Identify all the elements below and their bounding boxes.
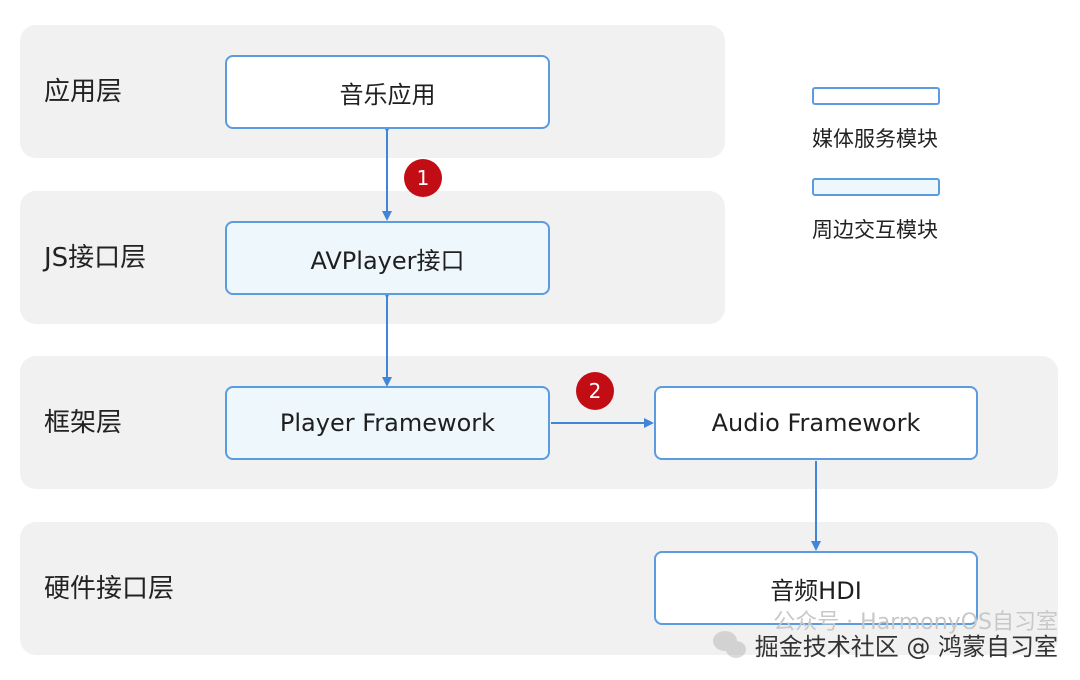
- layer-label-hardware-interface: 硬件接口层: [44, 574, 175, 604]
- layer-label-js-interface: JS接口层: [44, 243, 147, 273]
- step-badge-2: 2: [576, 372, 614, 410]
- watermark: 公众号 · HarmonyOS自习室 掘金技术社区 @ 鸿蒙自习室: [712, 610, 1058, 662]
- watermark-faint-text: 公众号 · HarmonyOS自习室: [773, 610, 1058, 635]
- legend-label-media-service: 媒体服务模块: [812, 127, 938, 151]
- box-avplayer-interface: AVPlayer接口: [225, 221, 550, 295]
- box-player-framework: Player Framework: [225, 386, 550, 460]
- legend-label-peripheral: 周边交互模块: [812, 218, 938, 242]
- wechat-icon: [712, 630, 747, 659]
- watermark-text: 掘金技术社区 @ 鸿蒙自习室: [754, 633, 1058, 661]
- legend-swatch-peripheral: [812, 178, 940, 196]
- legend-swatch-media-service: [812, 87, 940, 105]
- step-badge-1: 1: [404, 159, 442, 197]
- box-audio-framework: Audio Framework: [654, 386, 978, 460]
- layer-label-application: 应用层: [44, 77, 123, 107]
- box-audio-hdi: 音频HDI: [654, 551, 978, 625]
- layer-label-framework: 框架层: [44, 408, 123, 438]
- box-music-app: 音乐应用: [225, 55, 550, 129]
